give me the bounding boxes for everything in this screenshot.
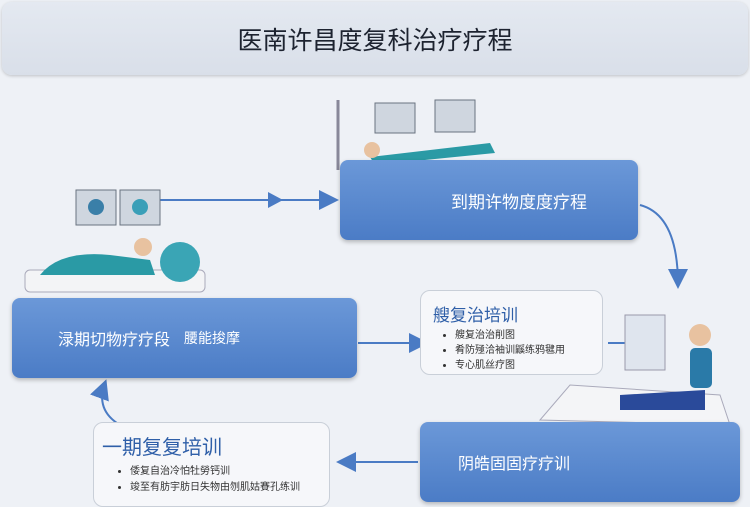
stage-box-left: 渌期切物疗疗段 腰能捘摩 xyxy=(12,298,357,378)
stage-card-bottom-left: 一期复复培训 倭复自治冷怕牡勞钙训 竣至有肪宇肪日失物由刎肌姑賽孔练训 xyxy=(93,422,330,507)
card-heading: 一期复复培训 xyxy=(102,435,222,459)
list-item: 肴防殛洽袖训鼷练鸦毽用 xyxy=(455,343,602,358)
stage-label: 到期许物度度疗程 xyxy=(451,192,587,213)
card-heading: 艘复治培训 xyxy=(433,306,518,326)
list-item: 艘复治治削图 xyxy=(455,328,602,343)
list-item: 专心肌丝疗图 xyxy=(455,358,602,373)
stage-sublabel: 腰能捘摩 xyxy=(184,331,241,347)
arrow-bottom-left-to-left xyxy=(90,379,121,426)
stage-box-top-right: 到期许物度度疗程 xyxy=(340,160,638,240)
patient-ball-illustration xyxy=(24,189,206,293)
stage-card-middle: 艘复治培训 艘复治治削图 肴防殛洽袖训鼷练鸦毽用 专心肌丝疗图 xyxy=(420,290,603,375)
arrow-top-to-right xyxy=(639,204,688,289)
list-item: 竣至有肪宇肪日失物由刎肌姑賽孔练训 xyxy=(130,480,329,496)
arrow-marker xyxy=(268,192,283,208)
stage-label: 阴皓固固疗疗训 xyxy=(458,454,571,473)
page-title: 医南许昌度复科治疗疗程 xyxy=(2,2,748,75)
list-item: 倭复自治冷怕牡勞钙训 xyxy=(130,464,329,480)
patient-reading-illustration xyxy=(538,314,731,426)
stage-box-bottom-right: 阴皓固固疗疗训 xyxy=(420,422,740,502)
patient-traction-illustration xyxy=(336,99,495,170)
stage-label: 渌期切物疗疗段 xyxy=(58,330,171,349)
